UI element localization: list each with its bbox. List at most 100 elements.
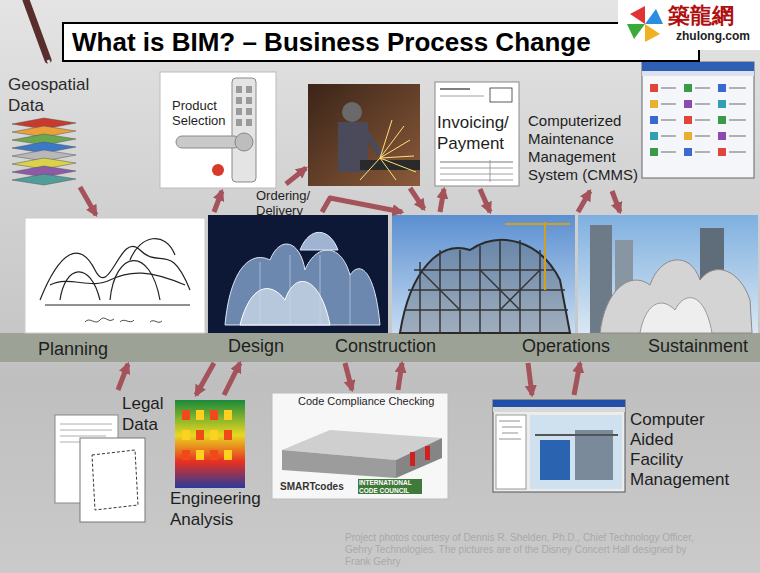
cmms-screenshot [718,148,726,156]
node-label: Computerized Maintenance Management Syst… [528,112,642,184]
code-check-model [282,450,396,478]
cmms-screenshot [695,135,710,137]
construction-photo [420,270,460,310]
construction-photo [419,262,421,333]
legal-documents [60,436,106,437]
welding-photo [380,158,416,172]
planning-sketch [130,239,175,260]
planning-sketch [110,261,160,300]
construction-photo [499,240,501,333]
node-label: Invoicing/ Payment [437,112,517,154]
cmms-screenshot [684,148,692,156]
cafm-screenshot [499,439,521,440]
title-text: What is BIM? – Business Process Change [72,24,591,60]
lock-photo [212,164,224,176]
welding-photo [366,132,380,155]
welding-photo [360,120,416,180]
thermal-image [182,450,190,460]
invoice-form [440,96,484,97]
flow-arrow [480,189,490,212]
design-rendering [225,244,380,325]
lock-photo [176,136,240,148]
planning-sketch [40,246,190,300]
flow-arrow [398,363,402,390]
thermal-image [182,430,190,440]
planning-sketch [45,304,190,305]
lock-photo [235,133,253,151]
image-panel: Geospatial Data [6,74,122,184]
cmms-screenshot [650,116,658,124]
planning-sketch [40,239,190,323]
flow-arrow [224,363,240,395]
photo-arrow [286,168,306,184]
cmms-screenshot [718,116,726,124]
invoice-form [435,82,519,186]
cafm-screenshot [502,433,518,434]
invoice-form [440,174,513,175]
legal-documents [60,430,112,431]
thermal-image [175,400,245,488]
code-check-model [410,452,415,466]
node-label: SMARTcodes [280,481,350,493]
flow-arrow [578,191,590,212]
concert-hall-photo [578,215,758,333]
flow-arrow [528,363,532,395]
cafm-screenshot [493,400,625,492]
node-label: Planning [38,339,188,360]
lock-photo [246,97,252,104]
construction-photo [539,250,541,333]
cafm-screenshot [499,421,520,422]
design-rendering [290,255,291,325]
flow-arrow [322,198,402,212]
thermal-image [182,410,190,420]
node-label: Geospatial Data [8,74,98,116]
edge-label: Ordering/ Delivery [256,188,314,218]
note-label: zhulong.com [676,29,756,44]
construction-photo [480,270,520,310]
thermal-image [224,410,232,420]
code-check-model [425,446,430,460]
pen [48,60,51,67]
cmms-screenshot [661,88,746,152]
node-label: Engineering Analysis [170,488,270,530]
invoice-form [440,88,470,90]
lock-photo [246,108,252,115]
title-box: What is BIM? – Business Process Change [62,22,700,62]
invoice-form [490,88,512,102]
pen [26,0,51,67]
design-rendering [320,255,321,325]
cmms-screenshot [642,62,754,178]
concert-hall-photo [600,260,752,333]
image-panel: Computerized Maintenance Management Syst… [524,62,756,188]
pen [26,0,48,60]
cmms-screenshot [684,116,692,124]
image-panel: Product Selection [160,72,276,188]
welding-photo [342,102,362,122]
cafm-screenshot [530,415,622,489]
legal-documents [80,438,145,522]
flow-arrow [214,191,222,212]
invoice-form [440,162,513,163]
cmms-screenshot [642,71,754,76]
cmms-screenshot [661,103,676,105]
cmms-screenshot [729,103,746,105]
image-panel: Engineering Analysis [168,398,272,534]
cmms-screenshot [695,87,710,89]
thermal-image [196,430,204,440]
photo-arrow [410,188,424,209]
planning-sketch [85,318,162,322]
flow-arrow [440,189,444,212]
code-check-model [272,393,448,499]
thermal-image [175,400,245,488]
cmms-screenshot [684,100,692,108]
construction-photo [404,240,568,333]
cmms-screenshot [684,84,692,92]
design-rendering [260,262,261,325]
logo-graphic [645,9,663,24]
lock-photo [232,78,256,182]
concert-hall-photo [640,298,712,333]
cmms-screenshot [695,151,710,153]
flow-arrow [196,363,214,395]
node-label: Product Selection [172,98,238,128]
code-check-model [396,438,442,478]
